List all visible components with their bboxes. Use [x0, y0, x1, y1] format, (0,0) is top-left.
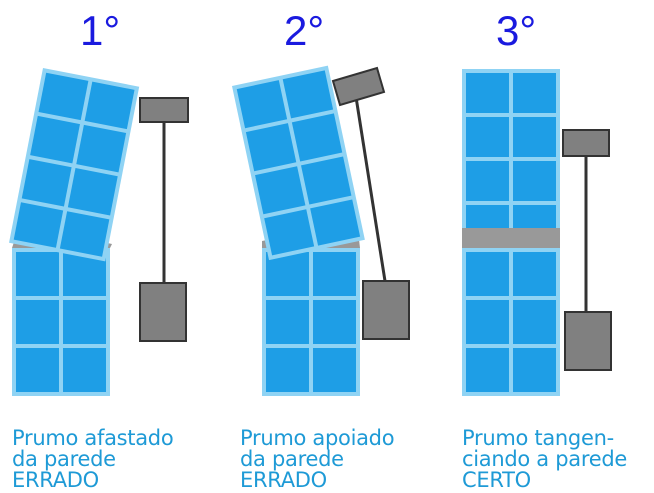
wall-diagram-1 [9, 68, 189, 396]
caption-3: Prumo tangen- ciando a parede CERTO [462, 428, 627, 491]
lower-block-2 [262, 248, 360, 396]
plumb-bob-icon [331, 66, 410, 340]
caption-2-line-1: Prumo apoiado [240, 426, 395, 450]
caption-3-line-3: CERTO [462, 468, 531, 492]
wall-diagram-3 [462, 69, 612, 396]
caption-2: Prumo apoiado da parede ERRADO [240, 426, 395, 492]
caption-1-line-1: Prumo afastado [12, 426, 174, 450]
step-number-1: 1° [80, 7, 121, 54]
plumb-bob-icon [562, 129, 612, 371]
caption-2-line-2: da parede [240, 447, 344, 471]
caption-3-line-1: Prumo tangen- [462, 426, 614, 450]
step-number-2: 2° [284, 7, 325, 54]
caption-2-line-3: ERRADO [240, 468, 327, 492]
step-number-3: 3° [496, 7, 537, 54]
lower-block-3 [462, 248, 560, 396]
lower-block-1 [12, 248, 110, 396]
plumb-line-2 [354, 96, 387, 282]
caption-3-line-2: ciando a parede [462, 447, 627, 471]
wall-diagram-2 [232, 65, 410, 396]
plumb-bob-icon [139, 97, 189, 342]
caption-1: Prumo afastado da parede ERRADO [12, 426, 174, 492]
upper-block-3 [462, 69, 560, 247]
caption-1-line-2: da parede [12, 447, 116, 471]
mortar-joint-3 [462, 228, 560, 250]
caption-1-line-3: ERRADO [12, 468, 99, 492]
upper-block-1 [9, 68, 140, 262]
